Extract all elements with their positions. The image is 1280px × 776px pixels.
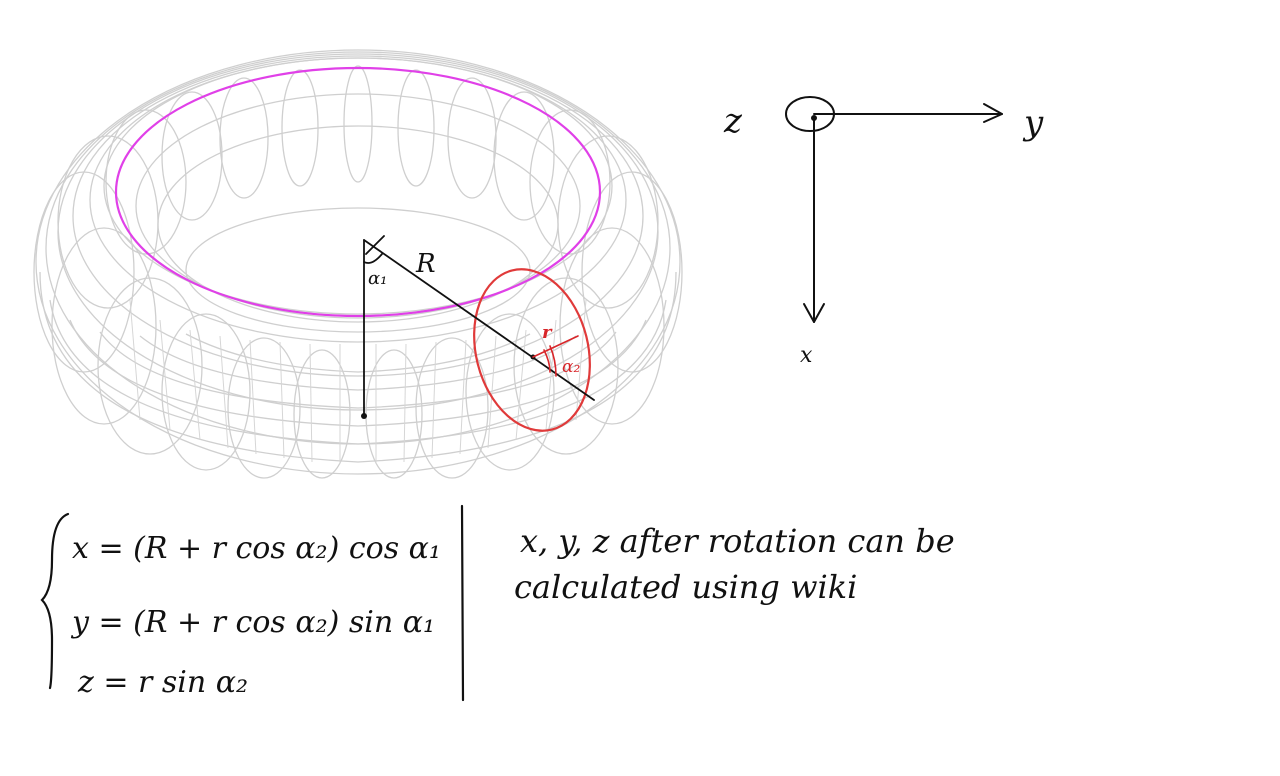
coordinate-axes: [785, 96, 1003, 323]
equation-x: x = (R + r cos α₂) cos α₁: [72, 531, 441, 566]
torus-latitude-ring: [39, 271, 677, 463]
center-point: [361, 413, 367, 419]
torus-meridian: [493, 91, 555, 221]
torus-meridian: [415, 337, 489, 479]
torus-meridian: [227, 337, 301, 479]
torus-meridian: [343, 65, 373, 183]
torus-outer-outline: [35, 49, 681, 475]
torus-meridian: [581, 171, 683, 373]
x-axis-arrowhead: [803, 303, 825, 323]
torus-meridian: [57, 135, 159, 309]
torus-latitude-ring: [72, 55, 644, 377]
torus-meridian: [281, 69, 319, 187]
label-y-axis: y: [1022, 103, 1044, 143]
angle-arc-alpha-2-inner: [543, 349, 551, 373]
note-line-2: calculated using wiki: [514, 568, 857, 606]
equation-brace: [40, 512, 70, 690]
note-block: x, y, z after rotation can be calculated…: [514, 522, 955, 606]
torus-meridian: [161, 313, 251, 471]
torus-latitude-ring: [103, 57, 613, 315]
torus-lower-hatching: [129, 299, 587, 464]
torus-meridian: [293, 349, 351, 479]
torus-latitude-ring: [99, 331, 617, 409]
torus-latitude-ring: [69, 319, 647, 427]
angle-arc-alpha-1: [363, 253, 383, 264]
vertical-divider: [460, 504, 465, 702]
torus-meridian: [557, 135, 659, 309]
torus-meridian: [219, 77, 269, 199]
y-axis-arrowhead: [983, 103, 1003, 123]
equation-y: y = (R + r cos α₂) sin α₁: [70, 605, 435, 640]
label-major-radius: R: [415, 249, 436, 279]
torus-meridian: [33, 171, 135, 373]
label-z-axis: z: [723, 101, 743, 141]
torus-meridian: [447, 77, 497, 199]
equation-z: z = r sin α₂: [77, 665, 248, 700]
torus-meridian: [465, 313, 555, 471]
minor-radius-annotations: [532, 335, 579, 377]
torus-meridian: [161, 91, 223, 221]
label-angle-alpha-2: α₂: [562, 357, 580, 377]
torus-meridian: [397, 69, 435, 187]
angle-arc-alpha-2: [549, 345, 557, 377]
note-line-1: x, y, z after rotation can be: [520, 522, 955, 560]
torus-latitude-ring: [135, 93, 581, 319]
torus-meridian: [513, 277, 619, 455]
torus-wireframe: [33, 49, 683, 479]
major-circle-centerline: [114, 66, 602, 318]
apex-tick: [365, 235, 385, 255]
torus-meridian: [51, 227, 157, 425]
label-angle-alpha-1: α₁: [368, 268, 387, 289]
torus-meridian: [559, 227, 665, 425]
torus-meridian: [97, 277, 203, 455]
label-minor-radius: r: [542, 322, 553, 343]
minor-circle-cross-section: [473, 268, 591, 432]
torus-latitude-ring: [185, 333, 531, 373]
torus-latitude-ring: [49, 299, 667, 445]
minor-radius-line: [532, 335, 579, 358]
equation-system: x = (R + r cos α₂) cos α₁ y = (R + r cos…: [40, 512, 441, 700]
torus-latitude-ring: [139, 335, 577, 391]
label-x-axis: x: [800, 343, 813, 368]
